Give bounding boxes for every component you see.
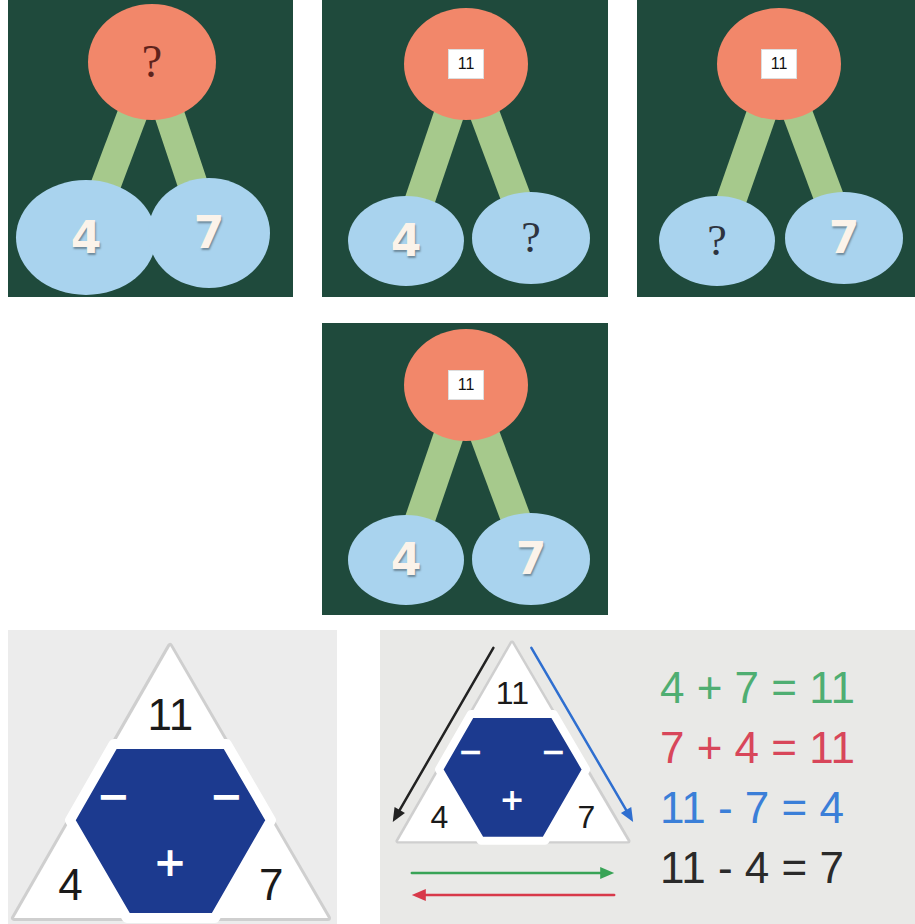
circle-outline bbox=[348, 196, 464, 286]
circle-outline bbox=[659, 196, 775, 286]
shape-outline bbox=[398, 770, 481, 841]
number-text: 4 bbox=[71, 216, 102, 260]
triangle-corner: 7 bbox=[215, 820, 328, 918]
arrow-head bbox=[600, 867, 614, 879]
green-board bbox=[8, 0, 293, 297]
equation: 11 - 4 = 7 bbox=[660, 846, 844, 890]
triangle-card bbox=[14, 646, 328, 918]
number-text: 7 bbox=[516, 537, 547, 581]
triangle-corner: 11 bbox=[114, 646, 227, 744]
shape-outline bbox=[114, 646, 227, 744]
triangle-corner: 7 bbox=[545, 770, 628, 841]
green-strip bbox=[728, 106, 764, 209]
part-circle: 7 bbox=[785, 192, 903, 284]
green-board bbox=[322, 323, 608, 615]
part-circle: ? bbox=[659, 196, 775, 286]
direction-arrow bbox=[422, 894, 614, 897]
green-strip bbox=[417, 106, 452, 209]
triangle-text: + bbox=[153, 842, 187, 882]
number-text: 4 bbox=[391, 538, 422, 582]
triangle-text: 7 bbox=[578, 801, 596, 833]
triangle-card bbox=[398, 643, 628, 841]
direction-arrow bbox=[412, 872, 604, 875]
shape-outline bbox=[471, 643, 554, 714]
green-board bbox=[322, 0, 608, 297]
triangle-text: 7 bbox=[259, 863, 283, 907]
triangle-text: − bbox=[97, 776, 131, 816]
circle-outline bbox=[148, 178, 270, 288]
number-text: 7 bbox=[829, 216, 860, 260]
arrow-head bbox=[621, 807, 633, 822]
triangle-text: 11 bbox=[496, 677, 529, 709]
green-strip bbox=[417, 427, 452, 528]
sum-circle: 11 bbox=[717, 8, 841, 120]
circle-outline bbox=[717, 8, 841, 120]
circle-outline bbox=[404, 8, 528, 120]
shape-outline bbox=[545, 770, 628, 841]
circle-outline bbox=[472, 513, 590, 605]
sum-circle: ? bbox=[88, 4, 216, 120]
number-text: ? bbox=[142, 39, 162, 85]
part-circle: 7 bbox=[148, 178, 270, 288]
green-board bbox=[637, 0, 915, 297]
circle-outline bbox=[472, 192, 590, 284]
green-strip bbox=[482, 106, 519, 205]
number-text: 4 bbox=[391, 219, 422, 263]
shape-outline bbox=[215, 820, 328, 918]
circle-outline bbox=[404, 329, 528, 441]
equation: 11 - 7 = 4 bbox=[660, 786, 844, 830]
triangle-corner: 11 bbox=[471, 643, 554, 714]
triangle-text: 4 bbox=[58, 863, 82, 907]
sum-circle: 11 bbox=[404, 329, 528, 441]
triangle-text: − bbox=[541, 737, 566, 767]
triangle-text: + bbox=[499, 785, 524, 815]
number-text: 11 bbox=[761, 49, 798, 79]
triangle-text: − bbox=[458, 737, 483, 767]
triangle-corner: 4 bbox=[14, 820, 127, 918]
number-text: 7 bbox=[194, 211, 225, 255]
green-strip bbox=[167, 106, 196, 192]
circle-outline bbox=[16, 180, 156, 295]
photo-ground bbox=[8, 630, 337, 924]
green-strip bbox=[795, 106, 832, 205]
triangle-corner: 4 bbox=[398, 770, 481, 841]
triangle-text: − bbox=[210, 776, 244, 816]
number-text: 11 bbox=[448, 49, 485, 79]
circle-outline bbox=[785, 192, 903, 284]
part-circle: 4 bbox=[348, 515, 464, 605]
triangle-text: 11 bbox=[148, 693, 194, 737]
part-circle: 4 bbox=[348, 196, 464, 286]
photo-ground bbox=[380, 630, 915, 924]
arrow-head bbox=[393, 807, 405, 822]
arrow-head bbox=[412, 889, 426, 901]
equation: 7 + 4 = 11 bbox=[660, 726, 855, 770]
equation: 4 + 7 = 11 bbox=[660, 666, 855, 710]
circle-outline bbox=[88, 4, 216, 120]
green-strip bbox=[102, 106, 135, 194]
part-circle: ? bbox=[472, 192, 590, 284]
circle-outline bbox=[348, 515, 464, 605]
number-text: ? bbox=[521, 216, 541, 260]
sum-circle: 11 bbox=[404, 8, 528, 120]
number-text: 11 bbox=[448, 370, 485, 400]
shape-outline bbox=[14, 820, 127, 918]
triangle-text: 4 bbox=[430, 801, 448, 833]
part-circle: 7 bbox=[472, 513, 590, 605]
number-text: ? bbox=[707, 219, 727, 263]
green-strip bbox=[482, 427, 519, 526]
part-circle: 4 bbox=[16, 180, 156, 295]
